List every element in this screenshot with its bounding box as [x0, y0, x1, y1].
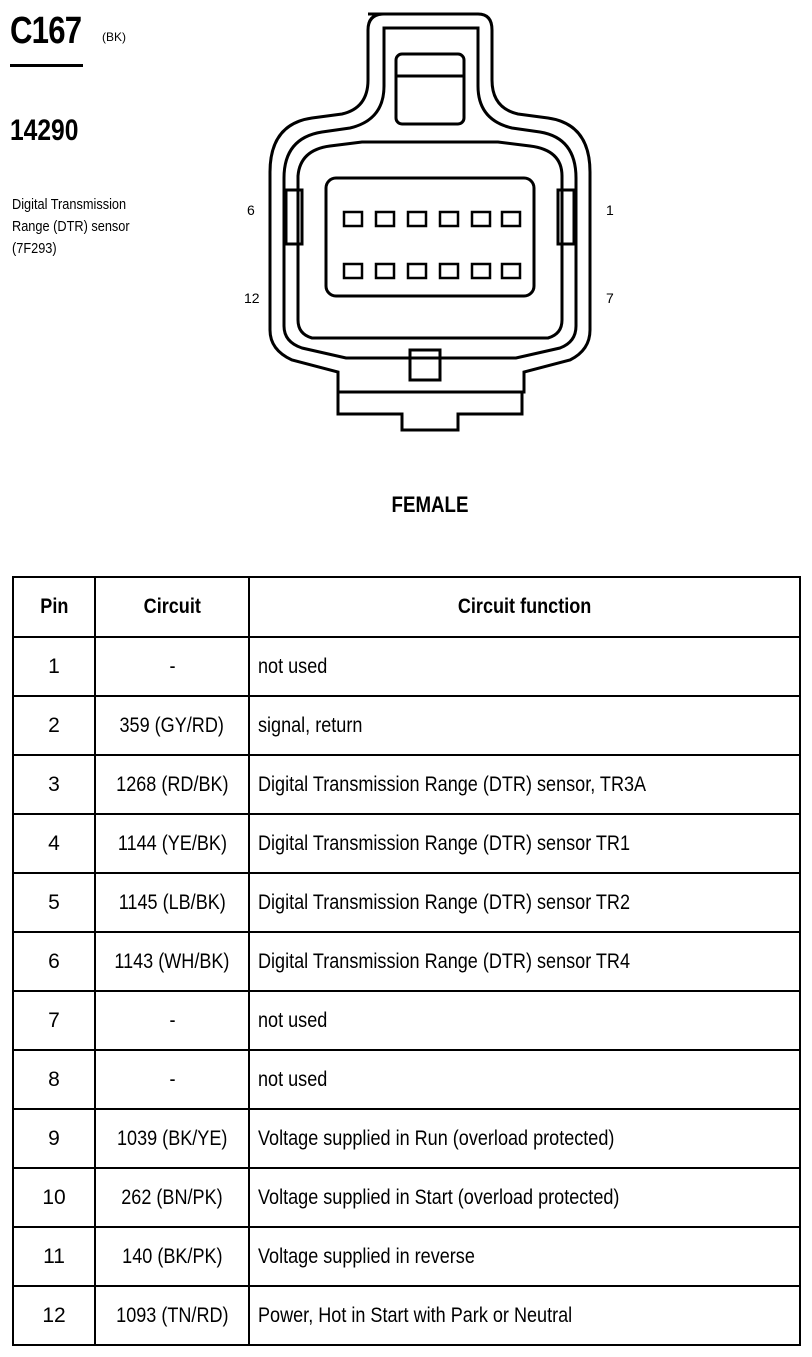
pin-label-12: 12	[244, 290, 260, 306]
cell-function: Digital Transmission Range (DTR) sensor …	[248, 872, 801, 933]
pin-label-6: 6	[247, 202, 255, 218]
cell-pin: 7	[12, 990, 96, 1051]
cell-function: Digital Transmission Range (DTR) sensor,…	[248, 754, 801, 815]
connector-color: (BK)	[102, 30, 126, 44]
cell-circuit: -	[94, 636, 250, 697]
cell-function: Voltage supplied in Run (overload protec…	[248, 1108, 801, 1169]
cell-pin: 5	[12, 872, 96, 933]
cell-function: not used	[248, 990, 801, 1051]
table-row: 6 1143 (WH/BK) Digital Transmission Rang…	[12, 931, 801, 992]
table-row: 3 1268 (RD/BK) Digital Transmission Rang…	[12, 754, 801, 815]
cell-function: Power, Hot in Start with Park or Neutral	[248, 1285, 801, 1346]
connector-face-diagram	[268, 12, 592, 432]
cell-circuit: 140 (BK/PK)	[94, 1226, 250, 1287]
connector-description: Digital Transmission Range (DTR) sensor …	[12, 196, 130, 257]
table-row: 2 359 (GY/RD) signal, return	[12, 695, 801, 756]
cell-function: not used	[248, 636, 801, 697]
pin-table: Pin Circuit Circuit function 1 - not use…	[12, 576, 801, 1346]
table-row: 11 140 (BK/PK) Voltage supplied in rever…	[12, 1226, 801, 1287]
table-row: 8 - not used	[12, 1049, 801, 1110]
table-row: 4 1144 (YE/BK) Digital Transmission Rang…	[12, 813, 801, 874]
table-row: 7 - not used	[12, 990, 801, 1051]
table-row: 9 1039 (BK/YE) Voltage supplied in Run (…	[12, 1108, 801, 1169]
cell-pin: 6	[12, 931, 96, 992]
cell-function: Voltage supplied in Start (overload prot…	[248, 1167, 801, 1228]
cell-pin: 12	[12, 1285, 96, 1346]
cell-circuit: 1039 (BK/YE)	[94, 1108, 250, 1169]
connector-id: C167	[10, 10, 82, 52]
part-number: 14290	[10, 114, 79, 147]
cell-function: Digital Transmission Range (DTR) sensor …	[248, 931, 801, 992]
gender-label: FEMALE	[391, 492, 469, 517]
cell-pin: 11	[12, 1226, 96, 1287]
cell-circuit: 1145 (LB/BK)	[94, 872, 250, 933]
cell-circuit: 1268 (RD/BK)	[94, 754, 250, 815]
cell-circuit: -	[94, 1049, 250, 1110]
table-row: 10 262 (BN/PK) Voltage supplied in Start…	[12, 1167, 801, 1228]
cell-pin: 9	[12, 1108, 96, 1169]
cell-function: Voltage supplied in reverse	[248, 1226, 801, 1287]
table-row: 5 1145 (LB/BK) Digital Transmission Rang…	[12, 872, 801, 933]
cell-function: signal, return	[248, 695, 801, 756]
cell-pin: 10	[12, 1167, 96, 1228]
cell-circuit: 1144 (YE/BK)	[94, 813, 250, 874]
cell-pin: 8	[12, 1049, 96, 1110]
header-circuit-function: Circuit function	[248, 576, 801, 638]
pin-label-7: 7	[606, 290, 614, 306]
cell-circuit: 262 (BN/PK)	[94, 1167, 250, 1228]
cell-circuit: 1143 (WH/BK)	[94, 931, 250, 992]
cell-function: Digital Transmission Range (DTR) sensor …	[248, 813, 801, 874]
cell-pin: 1	[12, 636, 96, 697]
table-header-row: Pin Circuit Circuit function	[12, 576, 801, 638]
title-underline	[10, 64, 83, 67]
cell-pin: 4	[12, 813, 96, 874]
table-row: 12 1093 (TN/RD) Power, Hot in Start with…	[12, 1285, 801, 1346]
cell-circuit: 359 (GY/RD)	[94, 695, 250, 756]
header-circuit: Circuit	[94, 576, 250, 638]
table-row: 1 - not used	[12, 636, 801, 697]
cell-circuit: -	[94, 990, 250, 1051]
header-pin: Pin	[12, 576, 96, 638]
cell-pin: 2	[12, 695, 96, 756]
cell-function: not used	[248, 1049, 801, 1110]
pin-label-1: 1	[606, 202, 614, 218]
cell-circuit: 1093 (TN/RD)	[94, 1285, 250, 1346]
cell-pin: 3	[12, 754, 96, 815]
